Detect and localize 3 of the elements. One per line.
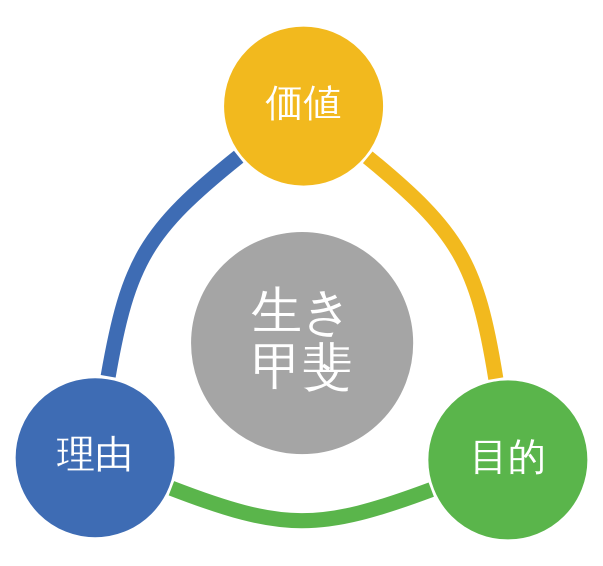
connector: [362, 152, 504, 380]
connector: [168, 481, 434, 528]
connector: [100, 150, 244, 378]
